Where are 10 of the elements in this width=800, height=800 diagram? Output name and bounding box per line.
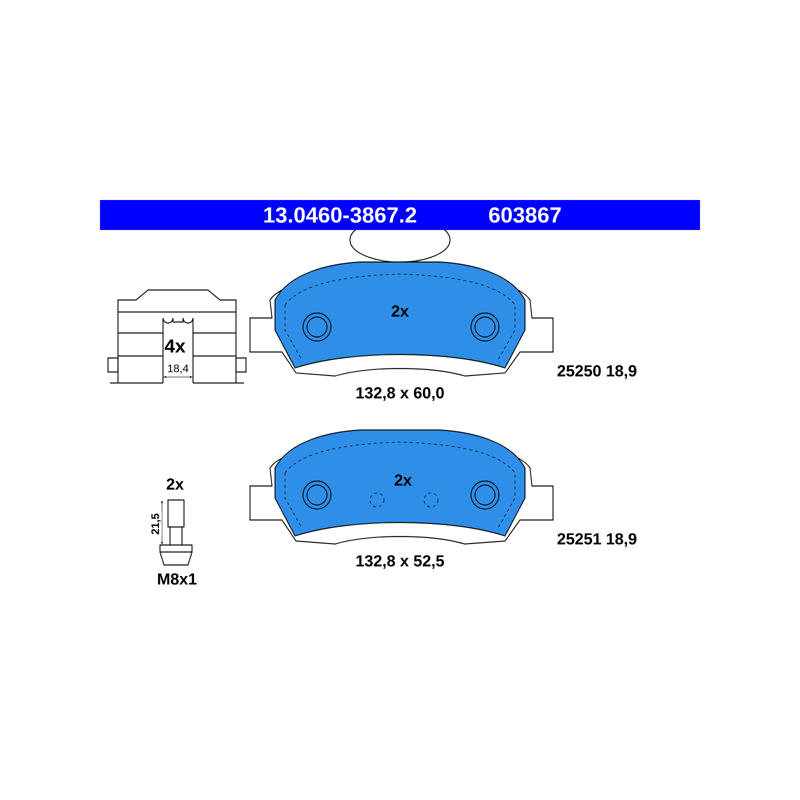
quantity-text: 2x: [166, 478, 184, 490]
dimension-text: 18,4: [166, 363, 190, 375]
part-text: 25250 18,9: [558, 365, 636, 379]
part-text: 132,8 x 60,0: [356, 387, 444, 401]
quantity-text: 4x: [164, 339, 186, 353]
part-text: 25251 18,9: [558, 533, 636, 547]
thread-text: M8x1: [158, 573, 197, 585]
part-text: 132,8 x 52,5: [356, 555, 444, 569]
brake-pad-drawing: 2x: [250, 430, 554, 544]
dimension-text: 21,5: [150, 512, 162, 536]
